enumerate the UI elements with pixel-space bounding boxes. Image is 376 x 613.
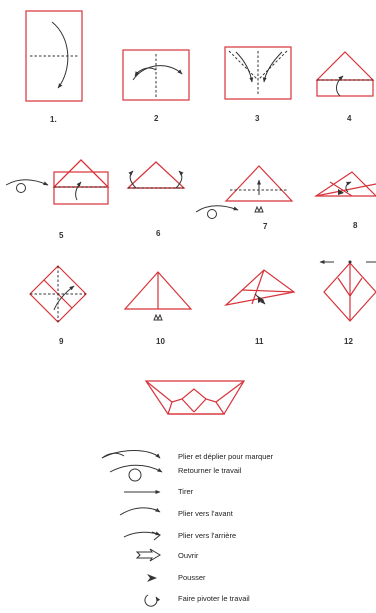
step-number-7: 7 [263,222,267,231]
step-12-figure [320,261,376,322]
legend-label-push: Pousser [178,573,206,582]
open-arrow-icon [137,549,160,561]
step-number-11: 11 [255,337,263,346]
step-11-figure [226,270,294,305]
step-number-10: 10 [156,337,165,346]
legend-label-fold-backward: Plier vers l'arrière [178,531,236,540]
legend-label-rotate: Faire pivoter le travail [178,594,250,603]
step-2-figure [123,50,189,100]
step-number-9: 9 [59,337,63,346]
step-number-12: 12 [344,337,353,346]
push-arrowhead-icon [147,574,157,582]
step-number-2: 2 [154,114,158,123]
step-4-figure [317,52,373,96]
fold-backward-arrow-icon [124,532,160,540]
step-9-figure [30,266,86,322]
step-1-figure [26,11,82,101]
rotate-icon [145,595,157,606]
legend-label-open: Ouvrir [178,551,198,560]
step-number-1: 1. [50,115,57,124]
step-10-figure [125,272,191,320]
step-number-3: 3 [255,114,259,123]
step-number-8: 8 [353,221,357,230]
fold-unfold-arrow-icon [102,451,160,459]
legend-label-pull: Tirer [178,487,193,496]
fold-forward-arrow-icon [120,508,160,515]
step-6-figure [128,162,184,188]
step-number-5: 5 [59,231,63,240]
legend-label-fold-forward: Plier vers l'avant [178,509,233,518]
finished-boat-figure [146,381,244,414]
step-7-figure [196,166,292,219]
legend-label-turn-over: Retourner le travail [178,466,241,475]
turn-over-icon [110,465,162,481]
step-8-figure [316,172,376,196]
legend-label-fold-unfold: Plier et déplier pour marquer [178,452,273,461]
step-number-4: 4 [347,114,351,123]
step-number-6: 6 [156,229,160,238]
step-3-figure [225,47,291,99]
step-5-figure [6,160,108,204]
